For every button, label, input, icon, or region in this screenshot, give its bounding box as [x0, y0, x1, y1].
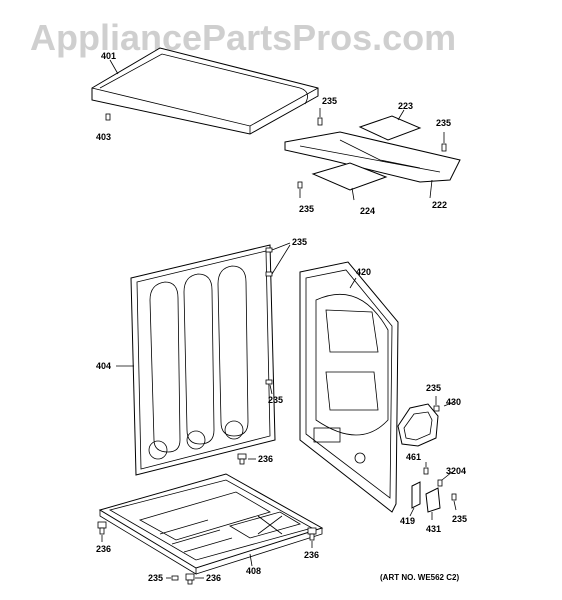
front-panel-420 — [299, 261, 399, 513]
callout-420: 420 — [356, 267, 371, 277]
rear-panel-404 — [130, 244, 276, 476]
screw-235-bottom-icon — [171, 575, 179, 581]
screw-235-rear-mid-icon — [265, 379, 273, 385]
screw-235-bottom-right-icon — [451, 493, 457, 501]
art-number: (ART NO. WE562 C2) — [380, 573, 459, 582]
top-panel-401 — [91, 47, 319, 135]
cover-223 — [358, 115, 422, 141]
callout-430: 430 — [446, 397, 461, 407]
screw-235-rear-top-2-icon — [265, 271, 273, 277]
callout-235-rear-top: 235 — [292, 237, 307, 247]
part-431 — [425, 487, 441, 513]
door-430 — [397, 403, 439, 447]
callout-236-foot-left: 236 — [96, 544, 111, 554]
callout-408: 408 — [246, 566, 261, 576]
part-419 — [411, 481, 421, 509]
callout-235-a: 235 — [322, 96, 337, 106]
foot-236-left-icon — [97, 521, 107, 535]
part-461 — [423, 467, 429, 475]
part-3204-icon — [437, 479, 443, 487]
callout-461: 461 — [406, 452, 421, 462]
screw-235-front-small-icon — [433, 405, 440, 412]
screw-235-b-icon — [441, 143, 447, 152]
callout-431: 431 — [426, 524, 441, 534]
callout-235-b: 235 — [436, 118, 451, 128]
callout-419: 419 — [400, 516, 415, 526]
base-408 — [98, 473, 324, 575]
watermark-text: AppliancePartsPros.com — [30, 17, 456, 58]
callout-235-bottom: 235 — [148, 573, 163, 583]
callout-235-bottom-right: 235 — [452, 514, 467, 524]
callout-404: 404 — [96, 361, 111, 371]
callout-236-bottom: 236 — [206, 573, 221, 583]
callout-236-a: 236 — [258, 454, 273, 464]
screw-236-a-icon — [237, 453, 247, 465]
bracket-224 — [311, 162, 388, 191]
callout-3204: 3204 — [446, 466, 466, 476]
callout-235-rear-mid: 235 — [268, 395, 283, 405]
callout-236-foot-right: 236 — [304, 550, 319, 560]
callout-222: 222 — [432, 200, 447, 210]
callout-224: 224 — [360, 206, 375, 216]
callout-401: 401 — [101, 51, 116, 61]
bracket-222 — [284, 131, 461, 183]
screw-403-icon — [105, 113, 111, 121]
callout-403: 403 — [96, 132, 111, 142]
foot-236-bottom-icon — [185, 573, 195, 585]
callout-235-c: 235 — [299, 204, 314, 214]
foot-236-right-icon — [307, 527, 317, 541]
callout-223: 223 — [398, 101, 413, 111]
screw-235-c-icon — [297, 181, 303, 189]
screw-235-rear-top-1-icon — [265, 247, 273, 253]
screw-235-a-icon — [317, 117, 323, 126]
callout-235-front-small: 235 — [426, 383, 441, 393]
